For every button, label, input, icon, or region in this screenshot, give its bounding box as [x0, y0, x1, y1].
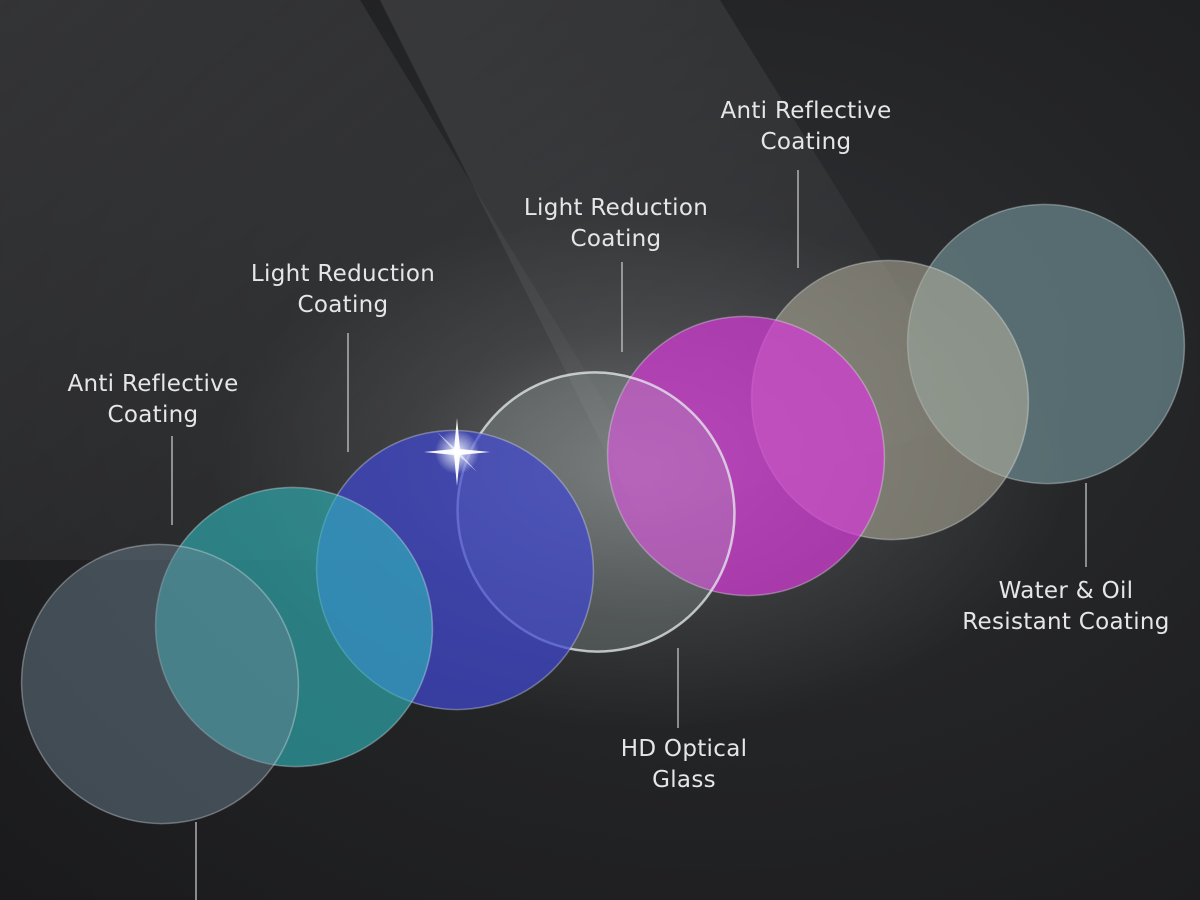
- lens-disc-light-reduction-layer-2: [606, 315, 886, 597]
- sparkle-icon: [424, 418, 490, 486]
- label-anti-reflective-left: Anti Reflective Coating: [67, 371, 239, 428]
- label-hd-optical-glass: HD Optical Glass: [620, 736, 748, 793]
- lens-disc-base-layer: [20, 543, 300, 825]
- label-light-reduction-right: Light Reduction Coating: [523, 195, 709, 252]
- label-light-reduction-left: Light Reduction Coating: [250, 261, 436, 318]
- lens-layer-stack: [20, 203, 1186, 825]
- lens-disc-anti-reflective-layer: [154, 486, 434, 768]
- label-water-oil-resistant: Water & Oil Resistant Coating: [962, 578, 1170, 635]
- label-anti-reflective-right: Anti Reflective Coating: [720, 98, 892, 155]
